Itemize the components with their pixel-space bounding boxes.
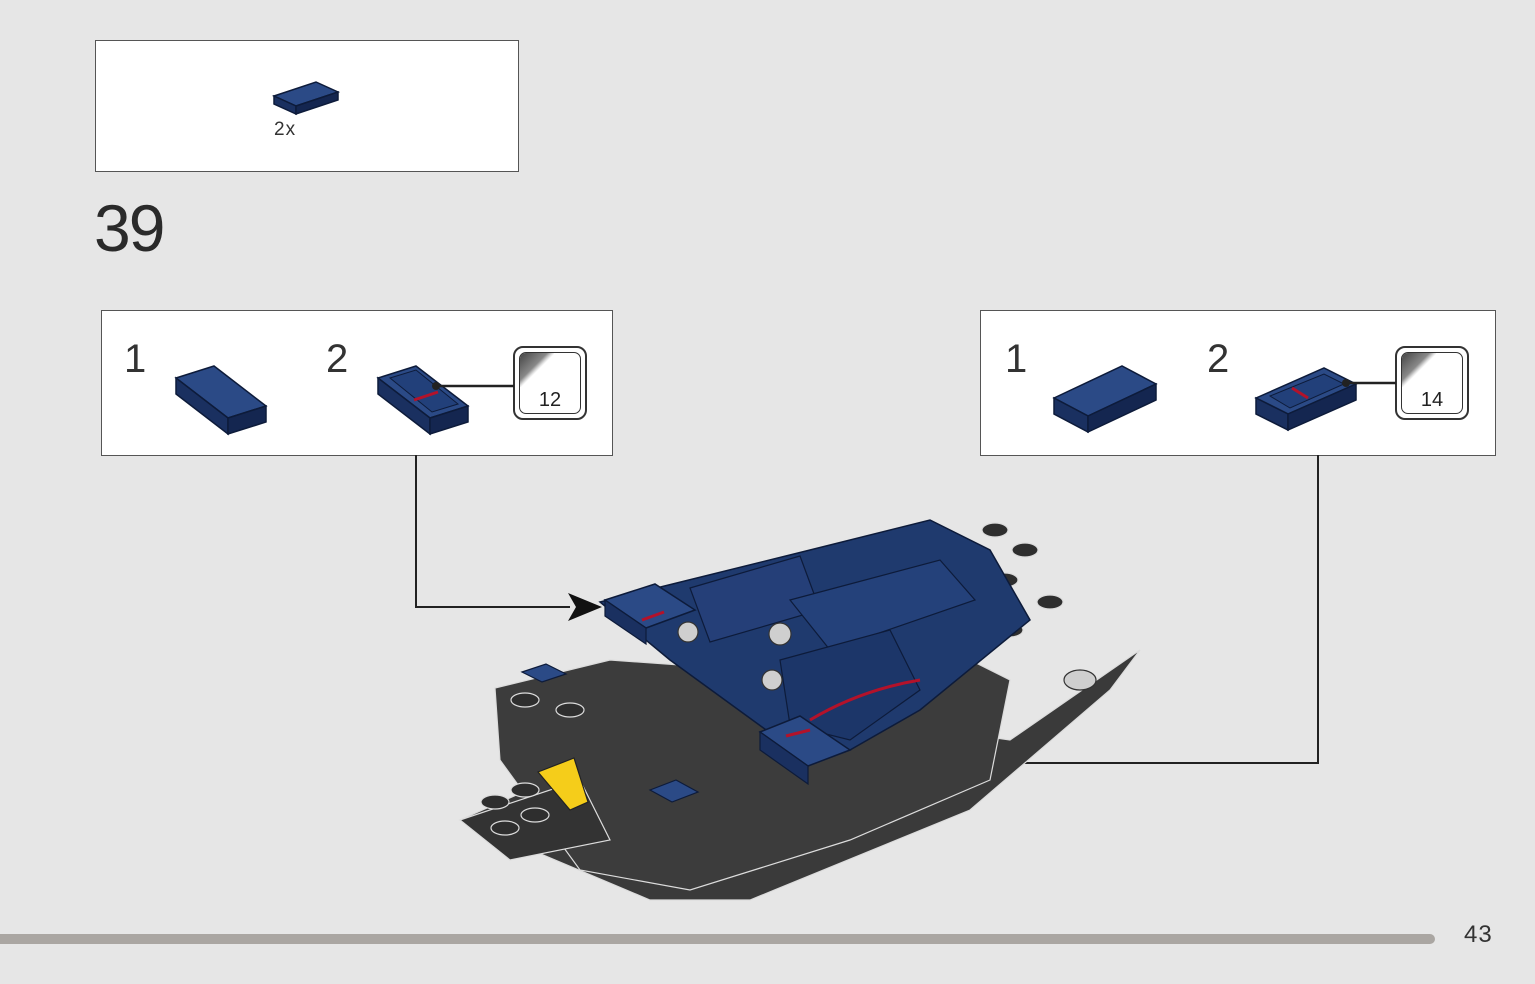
substep-1-number: 1 (124, 337, 147, 381)
car-assembly-illustration (458, 519, 1141, 901)
sticker-leader-line-left (432, 382, 514, 390)
callout-arrow-left (415, 455, 602, 621)
sticker-reference-12: 12 (513, 346, 587, 420)
plain-tile-left (174, 365, 268, 436)
page-number: 43 (1464, 921, 1493, 948)
substep-2-number: 2 (326, 337, 349, 381)
part-quantity: 2x (274, 119, 297, 140)
sticker-curl-icon (520, 353, 554, 387)
sticker-leader-line-right (1342, 379, 1396, 387)
sticker-number: 14 (1420, 389, 1444, 411)
sticker-number: 12 (538, 389, 562, 411)
progress-bar (0, 934, 1435, 944)
sticker-reference-14: 14 (1395, 346, 1469, 420)
sticker-curl-icon (1402, 353, 1436, 387)
substep-2-number: 2 (1207, 337, 1230, 381)
step-number: 39 (94, 191, 165, 265)
substep-box-left: 1 2 12 (101, 310, 613, 456)
substep-box-right: 1 2 14 (980, 310, 1496, 456)
stickered-tile-left (376, 365, 470, 436)
dark-blue-tile-part (271, 81, 341, 116)
substep-1-number: 1 (1005, 337, 1028, 381)
plain-tile-right (1052, 365, 1158, 434)
stickered-tile-right (1254, 367, 1358, 432)
